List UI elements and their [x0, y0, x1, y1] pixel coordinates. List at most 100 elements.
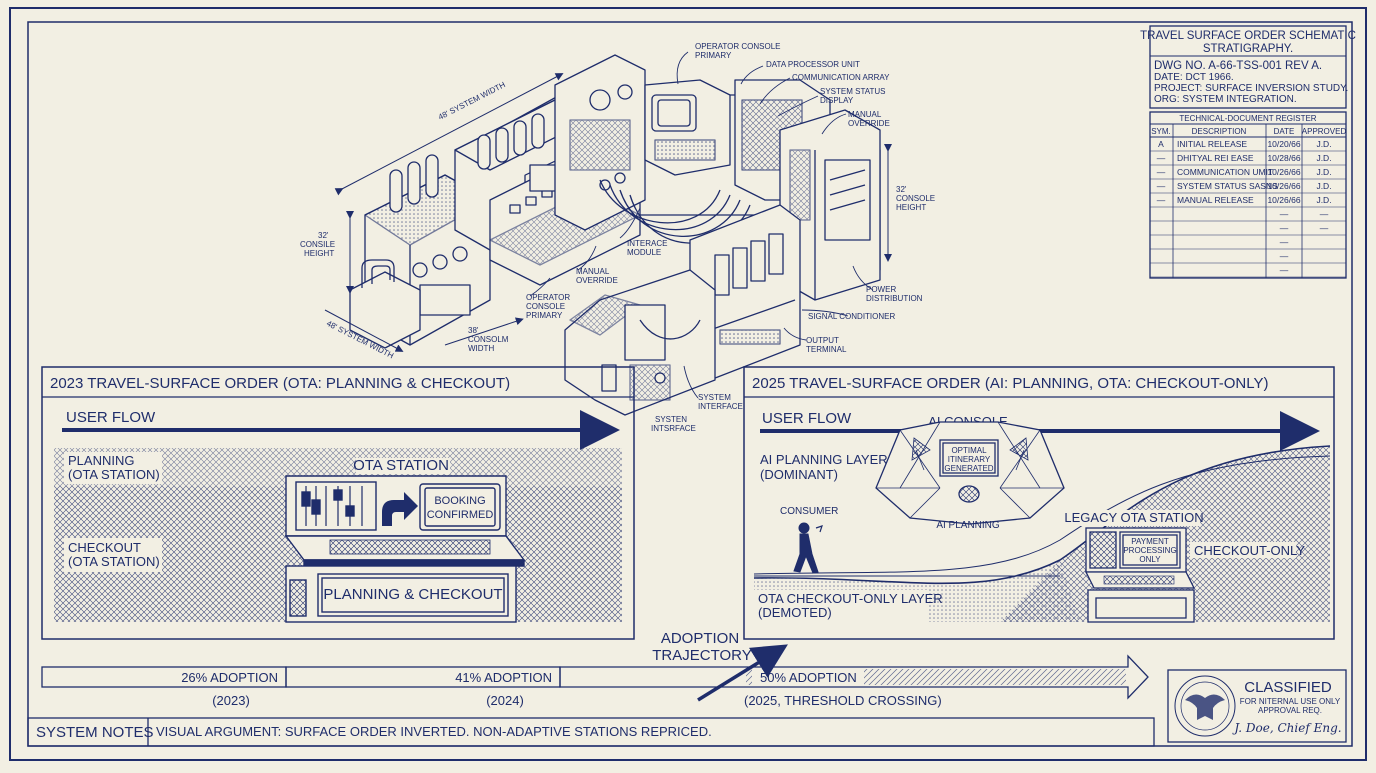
- panel-2025-user-flow: USER FLOW: [762, 410, 852, 427]
- register-cell: —: [1320, 223, 1329, 233]
- ota-layer-label-1: OTA CHECKOUT-ONLY LAYER: [758, 591, 943, 606]
- label-manual-override-mid-1: MANUAL: [576, 267, 610, 276]
- dimension-lines: [324, 73, 892, 352]
- adoption-label-2025: 50% ADOPTION: [760, 670, 857, 685]
- redirect-arrow-icon: [382, 492, 418, 526]
- label-communication-array: COMMUNICATION ARRAY: [792, 73, 890, 82]
- register-cell: —: [1320, 209, 1329, 219]
- register-header-sym: SYM.: [1151, 127, 1171, 136]
- eagle-seal-icon: [1174, 675, 1236, 737]
- register-cell: 10/26/66: [1267, 167, 1300, 177]
- register-cell: —: [1157, 153, 1166, 163]
- payment-label-2: PROCESSING: [1123, 546, 1176, 555]
- label-signal-conditioner: SIGNAL CONDITIONER: [808, 312, 895, 321]
- label-operator-console-mid-2: CONSOLE: [526, 302, 565, 311]
- adoption-arrow: [559, 654, 1149, 700]
- signature: J. Doe, Chief Eng.: [1231, 721, 1341, 735]
- label-system-interface-2: INTERFACE: [698, 402, 743, 411]
- label-height-right-3: HEIGHT: [896, 203, 926, 212]
- label-height-right-2: CONSOLE: [896, 194, 935, 203]
- register-cell: —: [1157, 167, 1166, 177]
- label-power-distribution-2: DISTRIBUTION: [866, 294, 923, 303]
- booking-label-1: BOOKING: [434, 495, 485, 507]
- label-height-left-1: 32': [318, 231, 329, 240]
- register-cell: 10/28/66: [1267, 153, 1300, 163]
- register-cell: 10/20/66: [1267, 139, 1300, 149]
- label-manual-override-right-2: OVERRIDE: [848, 119, 890, 128]
- register-header-approved: APPROVED: [1302, 127, 1347, 136]
- console-complex-drawing: [349, 54, 881, 416]
- itinerary-label-1: OPTIMAL: [951, 446, 987, 455]
- ai-layer-label-1: AI PLANNING LAYER: [760, 452, 888, 467]
- stamp-line-1: FOR NITERNAL USE ONLY: [1240, 697, 1341, 706]
- register-cell: —: [1280, 265, 1289, 275]
- label-output-terminal-1: OUTPUT: [806, 336, 839, 345]
- label-operator-console-mid-3: PRIMARY: [526, 311, 563, 320]
- consumer-label: CONSUMER: [780, 506, 838, 517]
- register-cell: MANUAL RELEASE: [1177, 195, 1254, 205]
- register-title: TECHNICAL-DOCUMENT REGISTER: [1179, 114, 1316, 123]
- base-label: PLANNING & CHECKOUT: [323, 586, 502, 603]
- register-cell: J.D.: [1316, 195, 1331, 205]
- label-operator-console-top-2: PRIMARY: [695, 51, 732, 60]
- brain-icon: [958, 485, 980, 503]
- ai-planning-label: AI PLANNING: [936, 520, 1000, 531]
- adoption-year-2025: (2025, THRESHOLD CROSSING): [744, 693, 942, 708]
- label-system-intrface-2: INTSRFACE: [651, 424, 696, 433]
- drawing-project: PROJECT: SURFACE INVERSION STUDY.: [1154, 83, 1348, 94]
- label-operator-console-top-1: OPERATOR CONSOLE: [695, 42, 781, 51]
- register-header-description: DESCRIPTION: [1192, 127, 1247, 136]
- panel-2023-user-flow: USER FLOW: [66, 409, 156, 426]
- panel-2025: 2025 TRAVEL-SURFACE ORDER (AI: PLANNING,…: [743, 366, 1335, 640]
- planning-label-1: PLANNING: [68, 453, 134, 468]
- label-interface-module-2: MODULE: [627, 248, 661, 257]
- drawing-org: ORG: SYSTEM INTEGRATION.: [1154, 94, 1297, 105]
- register-cell: INITIAL RELEASE: [1177, 139, 1247, 149]
- register-cell: 10/26/66: [1267, 195, 1300, 205]
- itinerary-label-2: ITINERARY: [948, 455, 991, 464]
- trajectory-label-1: ADOPTION: [661, 630, 739, 647]
- label-manual-override-right-1: MANUAL: [848, 110, 882, 119]
- label-system-status-2: DISPLAY: [820, 96, 854, 105]
- drawing-number: DWG NO. A-66-TSS-001 REV A.: [1154, 60, 1322, 72]
- document-register: TECHNICAL-DOCUMENT REGISTER SYM. DESCRIP…: [1149, 111, 1347, 279]
- label-power-distribution-1: POWER: [866, 285, 896, 294]
- label-console-width-3: WIDTH: [468, 344, 494, 353]
- panel-2023-title: 2023 TRAVEL-SURFACE ORDER (OTA: PLANNING…: [50, 375, 510, 392]
- booking-label-2: CONFIRMED: [427, 509, 494, 521]
- register-cell: COMMUNICATION UMIT: [1177, 167, 1273, 177]
- register-header-date: DATE: [1274, 127, 1295, 136]
- label-height-left-2: CONSILE: [300, 240, 335, 249]
- label-operator-console-mid-1: OPERATOR: [526, 293, 570, 302]
- register-cell: —: [1157, 195, 1166, 205]
- adoption-year-2024: (2024): [486, 693, 524, 708]
- classified-stamp: CLASSIFIED FOR NITERNAL USE ONLY APPROVA…: [1167, 669, 1347, 743]
- stamp-line-2: APPROVAL REQ.: [1258, 706, 1322, 715]
- register-cell: J.D.: [1316, 139, 1331, 149]
- register-cell: DHITYAL REI EASE: [1177, 153, 1254, 163]
- system-notes-text: VISUAL ARGUMENT: SURFACE ORDER INVERTED.…: [156, 724, 712, 739]
- trajectory-arrow: [697, 644, 788, 702]
- register-cell: J.D.: [1316, 153, 1331, 163]
- callout-leaders: [529, 51, 874, 399]
- outer-border: [9, 7, 1367, 761]
- label-system-interface-1: SYSTEM: [698, 393, 731, 402]
- itinerary-label-3: GENERATED: [944, 464, 993, 473]
- ota-station-machine: OTA STATION BOOKING CONFIRMED: [284, 457, 526, 623]
- label-data-processor: DATA PROCESSOR UNIT: [766, 60, 860, 69]
- panel-2023: 2023 TRAVEL-SURFACE ORDER (OTA: PLANNING…: [41, 366, 635, 640]
- checkout-only-label: CHECKOUT-ONLY: [1194, 543, 1305, 558]
- label-manual-override-mid-2: OVERRIDE: [576, 276, 618, 285]
- title-line-1: TRAVEL SURFACE ORDER SCHEMATIC: [1140, 30, 1356, 42]
- ota-layer-label-2: (DEMOTED): [758, 605, 832, 620]
- ota-station-label: OTA STATION: [353, 457, 449, 474]
- register-cell: J.D.: [1316, 167, 1331, 177]
- checkout-label-2: (OTA STATION): [68, 554, 160, 569]
- trajectory-label-2: TRAJECTORY: [652, 647, 751, 664]
- system-notes: SYSTEM NOTES VISUAL ARGUMENT: SURFACE OR…: [27, 717, 1155, 747]
- register-cell: SYSTEM STATUS SASNS: [1177, 181, 1278, 191]
- register-cell: A: [1158, 139, 1164, 149]
- register-cell: —: [1280, 209, 1289, 219]
